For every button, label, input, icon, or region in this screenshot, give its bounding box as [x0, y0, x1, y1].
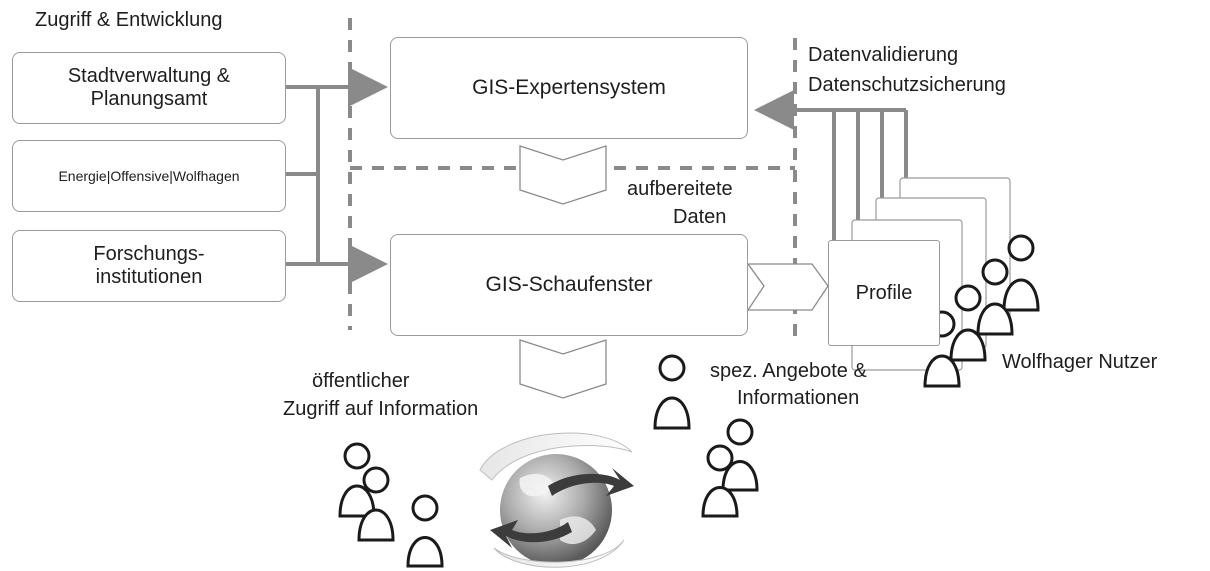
person-icon: [406, 494, 444, 568]
person-icon: [701, 444, 739, 518]
label-oeffentlicher: öffentlicher: [312, 370, 410, 392]
chevron-down-icon: [519, 145, 607, 205]
label-spez-angebote: spez. Angebote &: [710, 360, 867, 382]
people: [338, 234, 1040, 568]
label-wolfhager-nutzer: Wolfhager Nutzer: [1002, 351, 1158, 373]
person-icon: [357, 466, 395, 542]
gis-schaufenster-box: GIS-Schaufenster: [390, 234, 748, 336]
actor-box-stadtverwaltung: Stadtverwaltung & Planungsamt: [12, 52, 286, 124]
label-aufbereitete: aufbereitete: [627, 178, 733, 200]
label-datenvalidierung: Datenvalidierung: [808, 44, 959, 66]
actor-box-forschung: Forschungs- institutionen: [12, 230, 286, 302]
chevron-right-icon: [746, 263, 829, 311]
actor-box-energie: Energie|Offensive|Wolfhagen: [12, 140, 286, 212]
label-zugriff-information: Zugriff auf Information: [283, 398, 479, 420]
chevrons: [519, 145, 829, 399]
person-icon: [976, 258, 1014, 336]
person-icon: [949, 284, 987, 362]
profile-card: Profile: [828, 240, 940, 346]
section-label: Zugriff & Entwicklung: [35, 9, 223, 31]
label-datenschutzsicherung: Datenschutzsicherung: [808, 74, 1006, 96]
label-informationen: Informationen: [737, 387, 860, 409]
actor-connectors: [285, 67, 388, 284]
person-icon: [653, 354, 691, 430]
gis-expertensystem-box: GIS-Expertensystem: [390, 37, 748, 139]
person-icon: [721, 418, 759, 492]
label-daten: Daten: [673, 206, 727, 228]
globe-icon: [479, 432, 634, 568]
person-icon: [338, 442, 376, 518]
person-icon: [1002, 234, 1040, 312]
chevron-down-icon: [519, 339, 607, 399]
profile-feedback-lines: [754, 90, 908, 240]
